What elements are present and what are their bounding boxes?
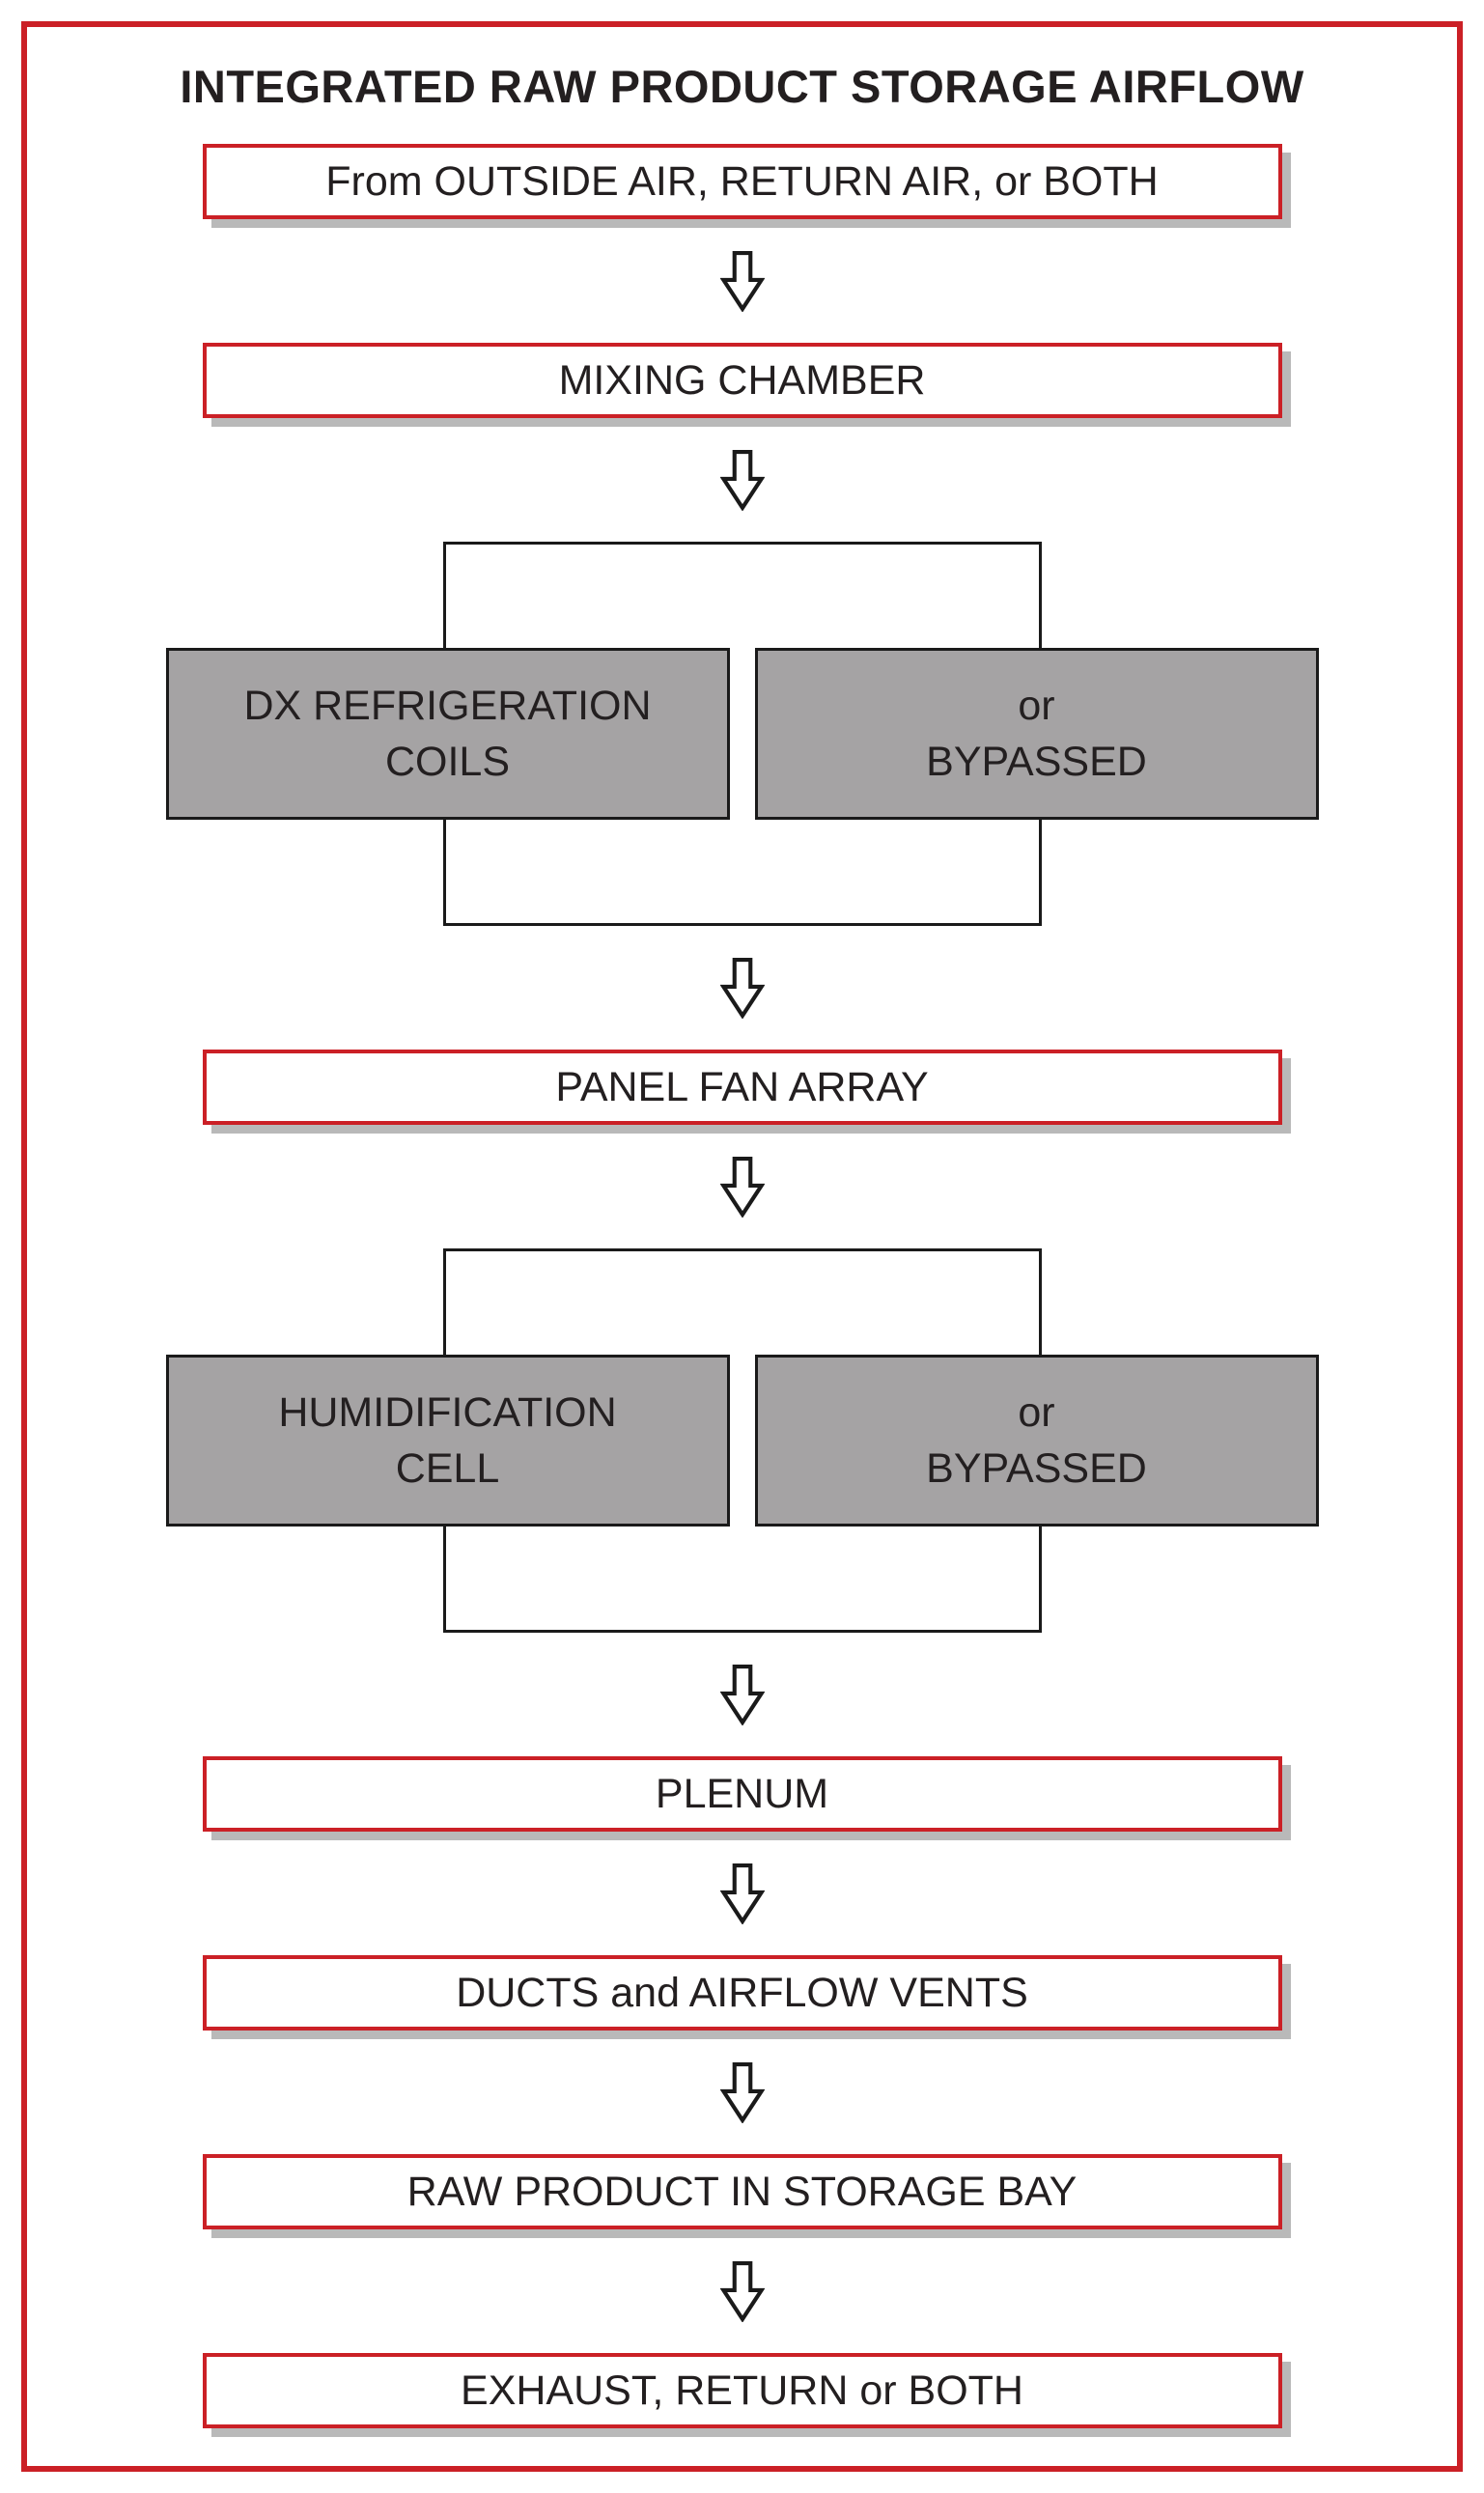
flowchart: INTEGRATED RAW PRODUCT STORAGE AIRFLOW F… [27, 27, 1457, 2466]
node-humidification-cell: HUMIDIFICATION CELL [165, 1355, 730, 1527]
down-arrow-icon [719, 251, 765, 312]
branch-options-row: DX REFRIGERATION COILS or BYPASSED [165, 648, 1319, 820]
down-arrow-icon [719, 1863, 765, 1924]
node-plenum: PLENUM [202, 1756, 1282, 1832]
node-label-line2: BYPASSED [926, 739, 1147, 785]
diagram-title: INTEGRATED RAW PRODUCT STORAGE AIRFLOW [180, 61, 1304, 112]
node-mixing-chamber: MIXING CHAMBER [202, 343, 1282, 418]
node-dx-refrigeration-coils: DX REFRIGERATION COILS [165, 648, 730, 820]
node-humidification-bypassed: or BYPASSED [754, 1355, 1319, 1527]
node-exhaust-return: EXHAUST, RETURN or BOTH [202, 2353, 1282, 2428]
node-label-line1: or [1018, 1388, 1055, 1436]
down-arrow-icon [719, 2261, 765, 2322]
node-label-line2: COILS [384, 739, 511, 785]
down-arrow-icon [719, 2062, 765, 2123]
down-arrow-icon [719, 450, 765, 511]
node-ducts-airflow-vents: DUCTS and AIRFLOW VENTS [202, 1955, 1282, 2031]
node-label-line1: HUMIDIFICATION [278, 1388, 617, 1436]
node-label-line1: or [1018, 682, 1055, 729]
node-source-air: From OUTSIDE AIR, RETURN AIR, or BOTH [202, 144, 1282, 219]
node-label-line1: DX REFRIGERATION [243, 682, 652, 729]
node-label-line2: BYPASSED [926, 1445, 1147, 1492]
branch-refrigeration: DX REFRIGERATION COILS or BYPASSED [165, 542, 1320, 926]
node-raw-product-storage-bay: RAW PRODUCT IN STORAGE BAY [202, 2154, 1282, 2229]
down-arrow-icon [719, 1157, 765, 1218]
node-panel-fan-array: PANEL FAN ARRAY [202, 1050, 1282, 1125]
branch-humidification: HUMIDIFICATION CELL or BYPASSED [165, 1248, 1320, 1633]
down-arrow-icon [719, 1665, 765, 1725]
branch-options-row: HUMIDIFICATION CELL or BYPASSED [165, 1355, 1319, 1527]
down-arrow-icon [719, 958, 765, 1019]
node-label-line2: CELL [395, 1445, 500, 1492]
node-refrigeration-bypassed: or BYPASSED [754, 648, 1319, 820]
